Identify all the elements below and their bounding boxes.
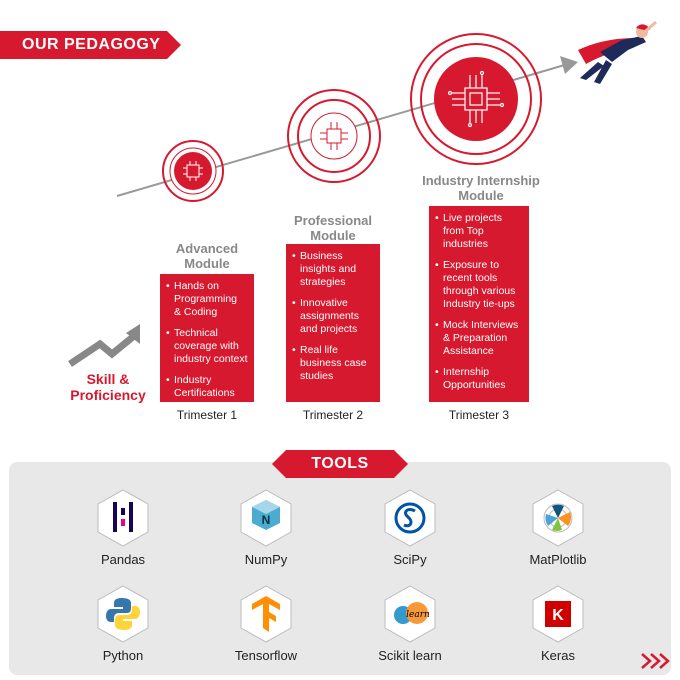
tool-name: Pandas (100, 552, 146, 567)
tool-name: Tensorflow (234, 648, 298, 663)
svg-text:K: K (552, 607, 564, 624)
tool-name: Keras (541, 648, 575, 663)
progress-arrow-head (560, 56, 578, 74)
pedagogy-diagram (68, 20, 657, 367)
tool-scikit-learn: learn Scikit learn (350, 584, 470, 663)
tool-name: Scikit learn (378, 648, 442, 663)
tool-name: SciPy (393, 552, 427, 567)
module-3-title: Industry Internship Module (422, 173, 540, 203)
tool-keras: K Keras (498, 584, 618, 663)
module-2-bullet: Real life business case studies (292, 344, 376, 383)
scipy-icon (380, 488, 440, 548)
tools-banner: TOOLS (272, 450, 408, 478)
chip-circle-3 (410, 33, 542, 165)
tool-matplotlib: MatPlotlib (498, 488, 618, 567)
module-2-bullet: Business insights and strategies (292, 250, 376, 289)
chip-icon (183, 161, 203, 181)
module-2-bullet: Innovative assignments and projects (292, 297, 376, 336)
pedagogy-banner: OUR PEDAGOGY (0, 31, 181, 59)
keras-icon: K (528, 584, 588, 644)
tool-scipy: SciPy (350, 488, 470, 567)
python-icon (93, 584, 153, 644)
tool-numpy: N NumPy (206, 488, 326, 567)
chevrons-icon (641, 653, 670, 669)
module-3-box: Live projects from Top industries Exposu… (429, 206, 529, 402)
tool-name: Python (102, 648, 144, 663)
module-1-title: Advanced Module (175, 241, 239, 271)
module-1-bullet: Technical coverage with industry context (166, 327, 250, 366)
tool-pandas: Pandas (63, 488, 183, 567)
growth-arrow-icon (68, 324, 140, 367)
tool-name: MatPlotlib (529, 552, 587, 567)
module-1-bullet: Hands on Programming & Coding (166, 280, 250, 319)
module-3-bullet: Internship Opportunities (435, 366, 525, 392)
chip-icon (320, 122, 348, 150)
tool-python: Python (63, 584, 183, 663)
trimester-2-label: Trimester 2 (302, 408, 364, 422)
svg-text:N: N (262, 513, 271, 527)
chip-circle-2 (287, 89, 381, 183)
module-2-box: Business insights and strategies Innovat… (286, 244, 380, 402)
module-3-bullet: Mock Interviews & Preparation Assistance (435, 319, 525, 358)
matplotlib-icon (528, 488, 588, 548)
superhero-icon (578, 20, 657, 84)
numpy-icon: N (236, 488, 296, 548)
trimester-1-label: Trimester 1 (176, 408, 238, 422)
pandas-icon (93, 488, 153, 548)
skill-proficiency-label: Skill & Proficiency (70, 371, 146, 403)
chip-circle-1 (162, 140, 224, 202)
trimester-3-label: Trimester 3 (448, 408, 510, 422)
svg-text:learn: learn (406, 610, 430, 620)
module-1-box: Hands on Programming & Coding Technical … (160, 274, 254, 402)
tensorflow-icon (236, 584, 296, 644)
module-3-bullet: Live projects from Top industries (435, 212, 525, 251)
chip-icon (447, 70, 505, 128)
module-2-title: Professional Module (293, 213, 373, 243)
module-3-bullet: Exposure to recent tools through various… (435, 259, 525, 311)
module-1-bullet: Industry Certifications (166, 374, 250, 400)
tool-name: NumPy (244, 552, 288, 567)
scikit-learn-icon: learn (380, 584, 440, 644)
tool-tensorflow: Tensorflow (206, 584, 326, 663)
